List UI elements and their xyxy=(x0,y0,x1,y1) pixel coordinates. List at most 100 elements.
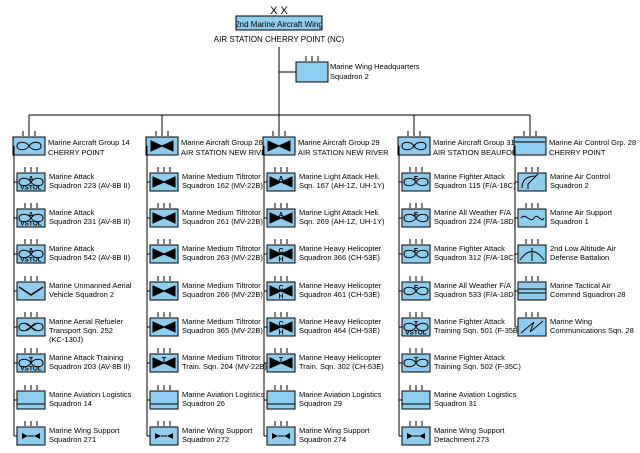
vstol-attack-icon xyxy=(18,213,44,223)
group-3-unit-3: F xyxy=(401,276,431,301)
group-0-unit-0: A VSTOL xyxy=(16,167,46,192)
rotary-icon xyxy=(269,176,293,188)
unit-name: Marine Aviation Logistics xyxy=(49,390,132,399)
unit-designation: Squadron 274 xyxy=(299,435,346,444)
rotary-icon xyxy=(152,212,176,224)
communications-icon xyxy=(520,320,544,334)
unit-name: Marine Medium Tiltrotor xyxy=(182,317,261,326)
unit-name: Marine Attack Training xyxy=(49,353,123,362)
rotary-icon xyxy=(269,212,293,224)
unit-name: Marine Wing Support xyxy=(182,426,253,435)
unit-name: Marine Air Support xyxy=(550,208,613,217)
unit-name: Marine Heavy Helicopter xyxy=(299,353,382,362)
unit-letter: F xyxy=(414,176,419,183)
unit-designation: Transport Sqn. 252 xyxy=(49,326,113,335)
unit-designation: Sqn. 167 (AH-1Z, UH-1Y) xyxy=(299,181,385,190)
air-support-icon xyxy=(520,215,545,221)
group-4-unit-3 xyxy=(517,276,547,301)
rotary-icon xyxy=(152,248,176,260)
group-4-unit xyxy=(513,131,547,156)
unit-name: Marine Aviation Logistics xyxy=(434,390,517,399)
root-echelon-marker: X X xyxy=(270,5,288,17)
unit-symbol-frame xyxy=(517,281,547,301)
group-3-unit-5: T xyxy=(401,348,431,373)
unit-letter: C xyxy=(278,321,283,328)
group-2-unit-0: A xyxy=(266,167,296,192)
unit-designation: Squadron 203 (AV-8B II) xyxy=(49,362,131,371)
group-2-unit-1: A xyxy=(266,203,296,228)
unit-symbol-frame xyxy=(149,390,179,410)
rotary-icon xyxy=(269,321,293,333)
unit-designation: Squadron 271 xyxy=(49,435,96,444)
unit-designation: Training Sqn. 502 (F-35C) xyxy=(434,362,521,371)
fixed-wing-icon xyxy=(401,141,427,151)
unit-modifier: VSTOL xyxy=(20,185,42,192)
unit-name: Marine Medium Tiltrotor xyxy=(182,281,261,290)
unit-symbol-frame xyxy=(16,281,46,301)
group-location: AIR STATION NEW RIVER xyxy=(181,148,272,157)
wing-support-icon xyxy=(272,433,290,439)
group-3-unit xyxy=(397,131,431,156)
unit-name: Marine Medium Tiltrotor xyxy=(182,208,261,217)
group-0-unit xyxy=(12,131,46,156)
unit-name: Marine Aerial Refueler xyxy=(49,317,124,326)
unit-designation: Squadron 31 xyxy=(434,399,477,408)
wing-support-icon xyxy=(22,433,40,439)
rotary-icon xyxy=(269,248,293,260)
group-0-unit-7 xyxy=(16,421,46,446)
unit-designation: Squadron 115 (F/A-18C) xyxy=(434,181,516,190)
group-1-unit-7 xyxy=(149,421,179,446)
rotary-icon xyxy=(269,357,293,369)
vstol-attack-icon xyxy=(18,177,44,187)
unit-name: Marine Aviation Logistics xyxy=(299,390,382,399)
rotary-icon xyxy=(152,321,176,333)
group-1-unit-4 xyxy=(149,312,179,337)
group-2-unit xyxy=(262,131,296,156)
unit-name: Marine Light Attack Heli. xyxy=(299,208,380,217)
unit-name: Marine Air Control xyxy=(550,172,610,181)
unit-letter: T xyxy=(414,357,419,364)
unit-letter: T xyxy=(414,321,419,328)
unit-letter: A xyxy=(28,212,33,219)
group-2-unit-7 xyxy=(266,421,296,446)
rotary-wing-icon xyxy=(150,140,174,152)
unit-name: Marine Attack xyxy=(49,172,95,181)
unit-name: Marine Wing Support xyxy=(299,426,370,435)
wing-support-icon xyxy=(407,433,425,439)
unit-letter: C xyxy=(278,285,283,292)
group-3-unit-7 xyxy=(401,421,431,446)
unit-designation: Squadron 263 (MV-22B) xyxy=(182,253,263,262)
group-name: Marine Aircraft Group 14 xyxy=(48,138,130,147)
group-3-unit-1: F xyxy=(401,203,431,228)
unit-name: Marine Attack xyxy=(49,208,95,217)
group-1-unit-2 xyxy=(149,239,179,264)
unit-designation: Squadron 26 xyxy=(182,399,225,408)
unit-name: Marine Heavy Helicopter xyxy=(299,317,382,326)
unit-designation: Detachment 273 xyxy=(434,435,489,444)
unit-modifier: H xyxy=(278,294,283,301)
air-defense-icon xyxy=(519,248,545,261)
unit-symbol-frame xyxy=(266,390,296,410)
unit-symbol-frame xyxy=(401,390,431,410)
group-3-unit-6 xyxy=(401,385,431,410)
unit-designation: Squadron 2 xyxy=(550,181,589,190)
unit-designation: Squadron 461 (CH-53E) xyxy=(299,290,380,299)
unit-symbol-frame xyxy=(16,390,46,410)
group-location: CHERRY POINT xyxy=(48,148,105,157)
hq-unit xyxy=(295,56,329,83)
unit-designation: Squadron 542 (AV-8B II) xyxy=(49,253,131,262)
unit-letter: A xyxy=(28,176,33,183)
fixed-wing-icon xyxy=(403,286,429,296)
group-location: AIR STATION BEAUFORT xyxy=(433,148,522,157)
group-name: Marine Aircraft Group 31 xyxy=(433,138,515,147)
root-subtitle: AIR STATION CHERRY POINT (NC) xyxy=(214,35,345,44)
rotary-icon xyxy=(152,176,176,188)
unit-name: Marine Tactical Air xyxy=(550,281,611,290)
vstol-attack-icon xyxy=(18,249,44,259)
unit-designation: Squadron 272 xyxy=(182,435,229,444)
unit-letter: A xyxy=(28,248,33,255)
unit-designation: Squadron 366 (CH-53E) xyxy=(299,253,380,262)
unit-designation: Training Sqn. 501 (F-35B) xyxy=(434,326,521,335)
group-2-unit-3: CH xyxy=(266,276,296,301)
